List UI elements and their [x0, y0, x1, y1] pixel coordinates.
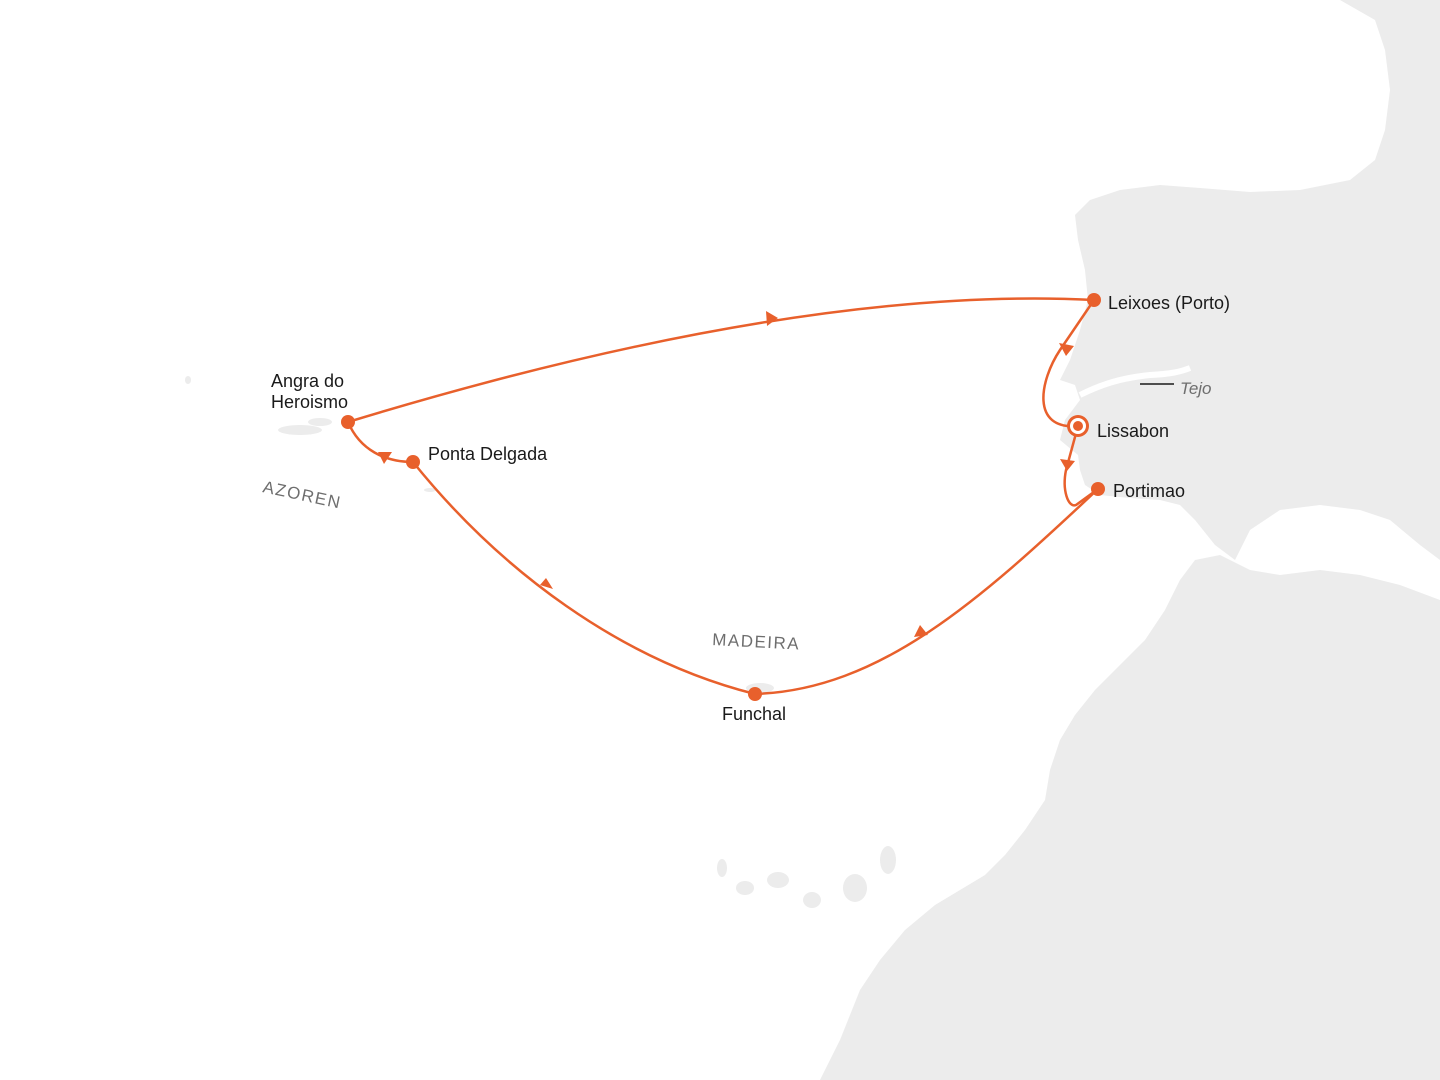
europe-east-landmass: [1415, 0, 1440, 560]
azores-island: [424, 488, 436, 492]
port-label-angra-line1: Angra do: [271, 371, 344, 391]
canary-island: [803, 892, 821, 908]
port-marker[interactable]: [748, 687, 762, 701]
port-label-lissabon: Lissabon: [1097, 421, 1169, 441]
port-marker-start-core: [1073, 421, 1083, 431]
canary-island: [717, 859, 727, 877]
port-marker[interactable]: [1087, 293, 1101, 307]
port-label-portimao: Portimao: [1113, 481, 1185, 501]
route-leg-ponta-delgada-funchal: [412, 461, 756, 696]
iberia-landmass: [1060, 0, 1440, 1080]
azores-island: [308, 418, 332, 426]
canary-island: [736, 881, 754, 895]
direction-arrow: [1060, 459, 1075, 471]
azores-island: [278, 425, 322, 435]
direction-arrow: [540, 578, 553, 589]
canary-island: [843, 874, 867, 902]
direction-arrow: [1059, 343, 1074, 356]
region-label-azoren: AZOREN: [261, 477, 343, 512]
direction-arrow: [378, 452, 392, 464]
africa-landmass: [820, 555, 1440, 1080]
port-label-funchal: Funchal: [722, 704, 786, 724]
canary-island: [767, 872, 789, 888]
direction-arrow: [766, 311, 778, 326]
port-marker[interactable]: [341, 415, 355, 429]
port-label-leixoes: Leixoes (Porto): [1108, 293, 1230, 313]
azores-island: [185, 376, 191, 384]
port-label-ponta-delgada: Ponta Delgada: [428, 444, 548, 464]
direction-arrow: [914, 625, 928, 637]
route-leg-lissabon-portimao: [1063, 425, 1099, 507]
region-label-madeira: MADEIRA: [712, 630, 801, 654]
cruise-route: [346, 297, 1099, 696]
port-markers: [341, 293, 1105, 701]
route-leg-funchal-portimao: [754, 488, 1099, 696]
canary-island: [880, 846, 896, 874]
river-label-tejo: Tejo: [1180, 379, 1212, 398]
route-leg-leixoes-angra: [347, 297, 1095, 424]
port-label-angra-line2: Heroismo: [271, 392, 348, 412]
port-marker[interactable]: [1091, 482, 1105, 496]
route-arrows: [378, 311, 1075, 637]
port-marker[interactable]: [406, 455, 420, 469]
route-leg-lissabon-leixoes: [1042, 299, 1096, 428]
tejo-estuary: [1078, 365, 1192, 398]
route-leg-angra-ponta-delgada: [346, 421, 414, 464]
